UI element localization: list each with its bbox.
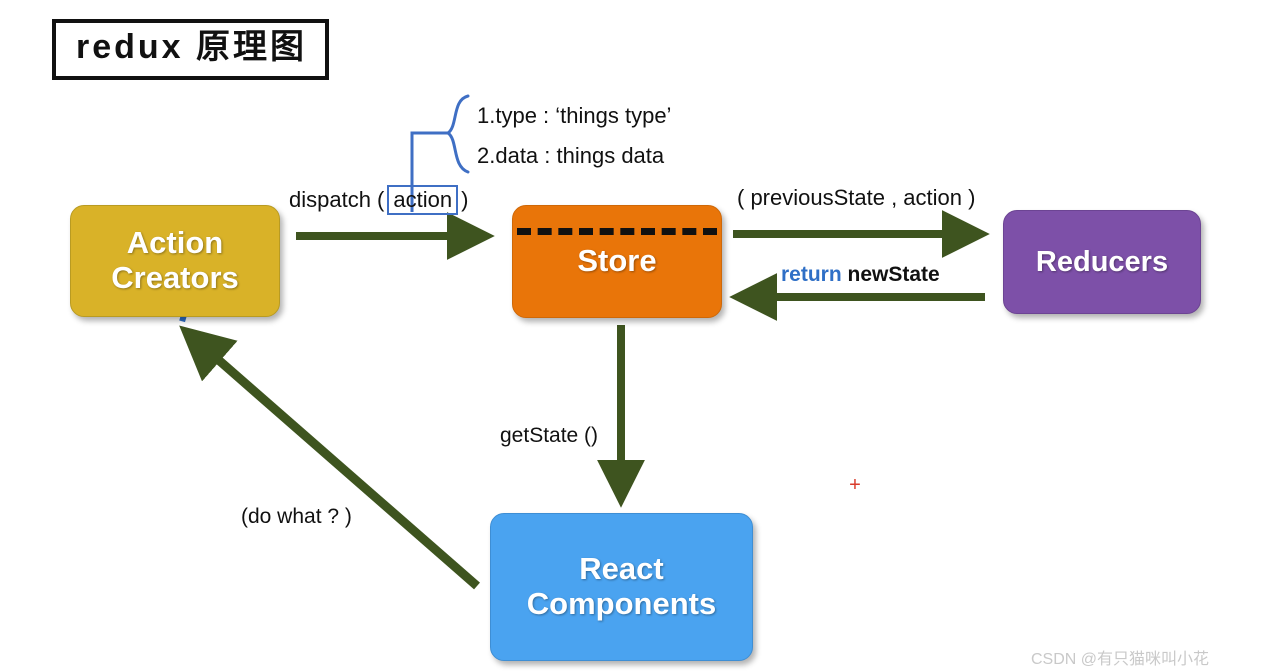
label-do-what: (do what ? ) <box>241 505 352 528</box>
label-dispatch: dispatch (action) <box>289 185 468 215</box>
label-return-keyword: return <box>781 263 842 286</box>
watermark: CSDN @有只猫咪叫小花 <box>1031 651 1210 668</box>
page-title: redux 原理图 <box>52 19 330 80</box>
label-dispatch-prefix: dispatch ( <box>289 187 385 212</box>
store-dashed-rule <box>517 228 717 235</box>
action-chip: action <box>387 185 459 215</box>
action-detail-line-2: 2.data : things data <box>477 143 665 168</box>
node-label-line1: React <box>579 551 664 587</box>
node-react-components[interactable]: React Components <box>490 513 753 661</box>
cursor-plus-icon: + <box>849 474 861 496</box>
node-store[interactable]: Store <box>512 205 722 318</box>
action-curly-brace <box>446 94 470 174</box>
label-dispatch-suffix: ) <box>461 187 469 212</box>
node-label-line2: Components <box>526 586 717 621</box>
label-return-newstate: return newState <box>781 263 940 287</box>
arrow-do-what <box>179 325 480 590</box>
node-action-creators-label: Action Creators <box>111 225 239 295</box>
label-return-value: newState <box>847 263 940 286</box>
node-store-label: Store <box>577 243 657 279</box>
node-label-line1: Action <box>126 225 224 261</box>
action-detail-line-1: 1.type : ‘things type’ <box>477 103 672 128</box>
node-react-components-label: React Components <box>526 551 717 621</box>
label-get-state: getState () <box>500 424 599 447</box>
node-reducers-label: Reducers <box>1035 245 1169 278</box>
node-action-creators[interactable]: Action Creators <box>70 205 280 317</box>
node-reducers[interactable]: Reducers <box>1003 210 1201 314</box>
label-previous-state: ( previousState , action ) <box>737 185 976 210</box>
node-label-line2: Creators <box>111 260 239 295</box>
